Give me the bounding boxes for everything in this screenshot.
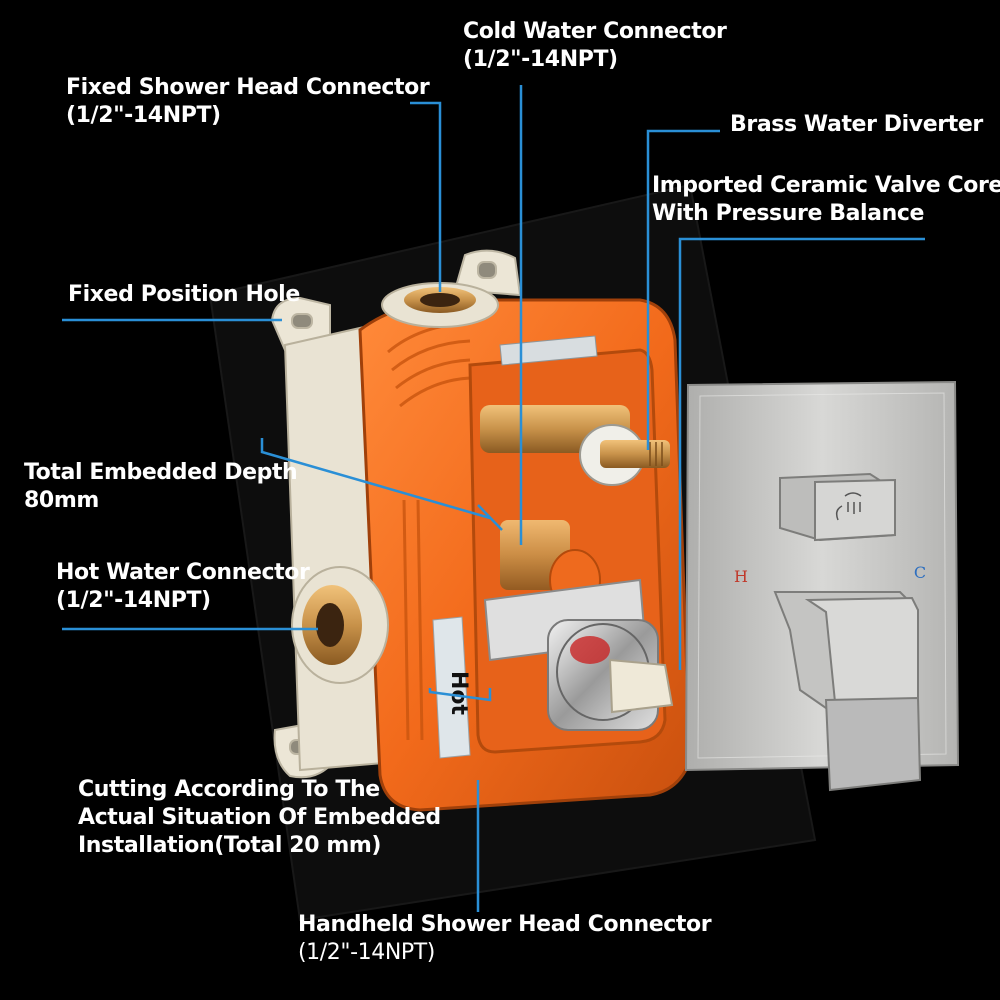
label-hot-water-name: Hot Water Connector: [56, 560, 310, 585]
leader-lines: [62, 85, 925, 912]
label-fixed-position-hole-name: Fixed Position Hole: [68, 282, 300, 307]
label-fixed-position-hole: Fixed Position Hole: [68, 281, 300, 309]
label-ceramic-core-line1: Imported Ceramic Valve Core: [652, 173, 1000, 198]
label-cutting-line1: Cutting According To The: [78, 777, 380, 802]
label-cutting-line2: Actual Situation Of Embedded: [78, 805, 441, 830]
label-cutting-line3: Installation(Total 20 mm): [78, 833, 382, 858]
label-cold-water-spec: (1/2"-14NPT): [463, 47, 618, 72]
ceramic-valve-core: [483, 578, 674, 731]
leader-fixed-shower-head: [410, 101, 442, 292]
label-embedded-depth: Total Embedded Depth 80mm: [24, 459, 298, 515]
label-hot-water-spec: (1/2"-14NPT): [56, 588, 211, 613]
label-cutting: Cutting According To The Actual Situatio…: [78, 776, 441, 860]
brass-diverter: [480, 405, 670, 611]
leader-brass-diverter: [646, 129, 720, 450]
label-ceramic-core-line2: With Pressure Balance: [652, 201, 925, 226]
leader-embedded-depth: [260, 438, 491, 520]
trim-plate: H C: [684, 380, 960, 792]
label-cold-water: Cold Water Connector (1/2"-14NPT): [463, 18, 727, 74]
label-fixed-shower-head-name: Fixed Shower Head Connector: [66, 75, 430, 100]
label-embedded-depth-name: Total Embedded Depth: [24, 460, 298, 485]
leader-cutting: [428, 688, 492, 702]
label-handheld-spec: (1/2"-14NPT): [298, 940, 435, 965]
hot-marking: H: [734, 567, 748, 586]
label-fixed-shower-head: Fixed Shower Head Connector (1/2"-14NPT): [66, 74, 430, 130]
hot-water-port: [291, 566, 389, 684]
label-brass-diverter-name: Brass Water Diverter: [730, 112, 983, 137]
label-cold-water-name: Cold Water Connector: [463, 19, 727, 44]
leader-embedded-depth-tick: [477, 504, 503, 531]
box-hot-tag: Hot: [446, 671, 471, 716]
label-handheld-name: Handheld Shower Head Connector: [298, 912, 712, 937]
label-ceramic-core: Imported Ceramic Valve Core With Pressur…: [652, 172, 1000, 228]
label-brass-diverter: Brass Water Diverter: [730, 111, 983, 139]
hot-tag-sticker: [432, 616, 471, 759]
label-embedded-depth-value: 80mm: [24, 488, 99, 513]
cold-marking: C: [914, 563, 926, 582]
label-handheld: Handheld Shower Head Connector (1/2"-14N…: [298, 911, 712, 967]
label-fixed-shower-head-spec: (1/2"-14NPT): [66, 103, 221, 128]
leader-ceramic-core: [678, 237, 925, 670]
label-hot-water: Hot Water Connector (1/2"-14NPT): [56, 559, 310, 615]
